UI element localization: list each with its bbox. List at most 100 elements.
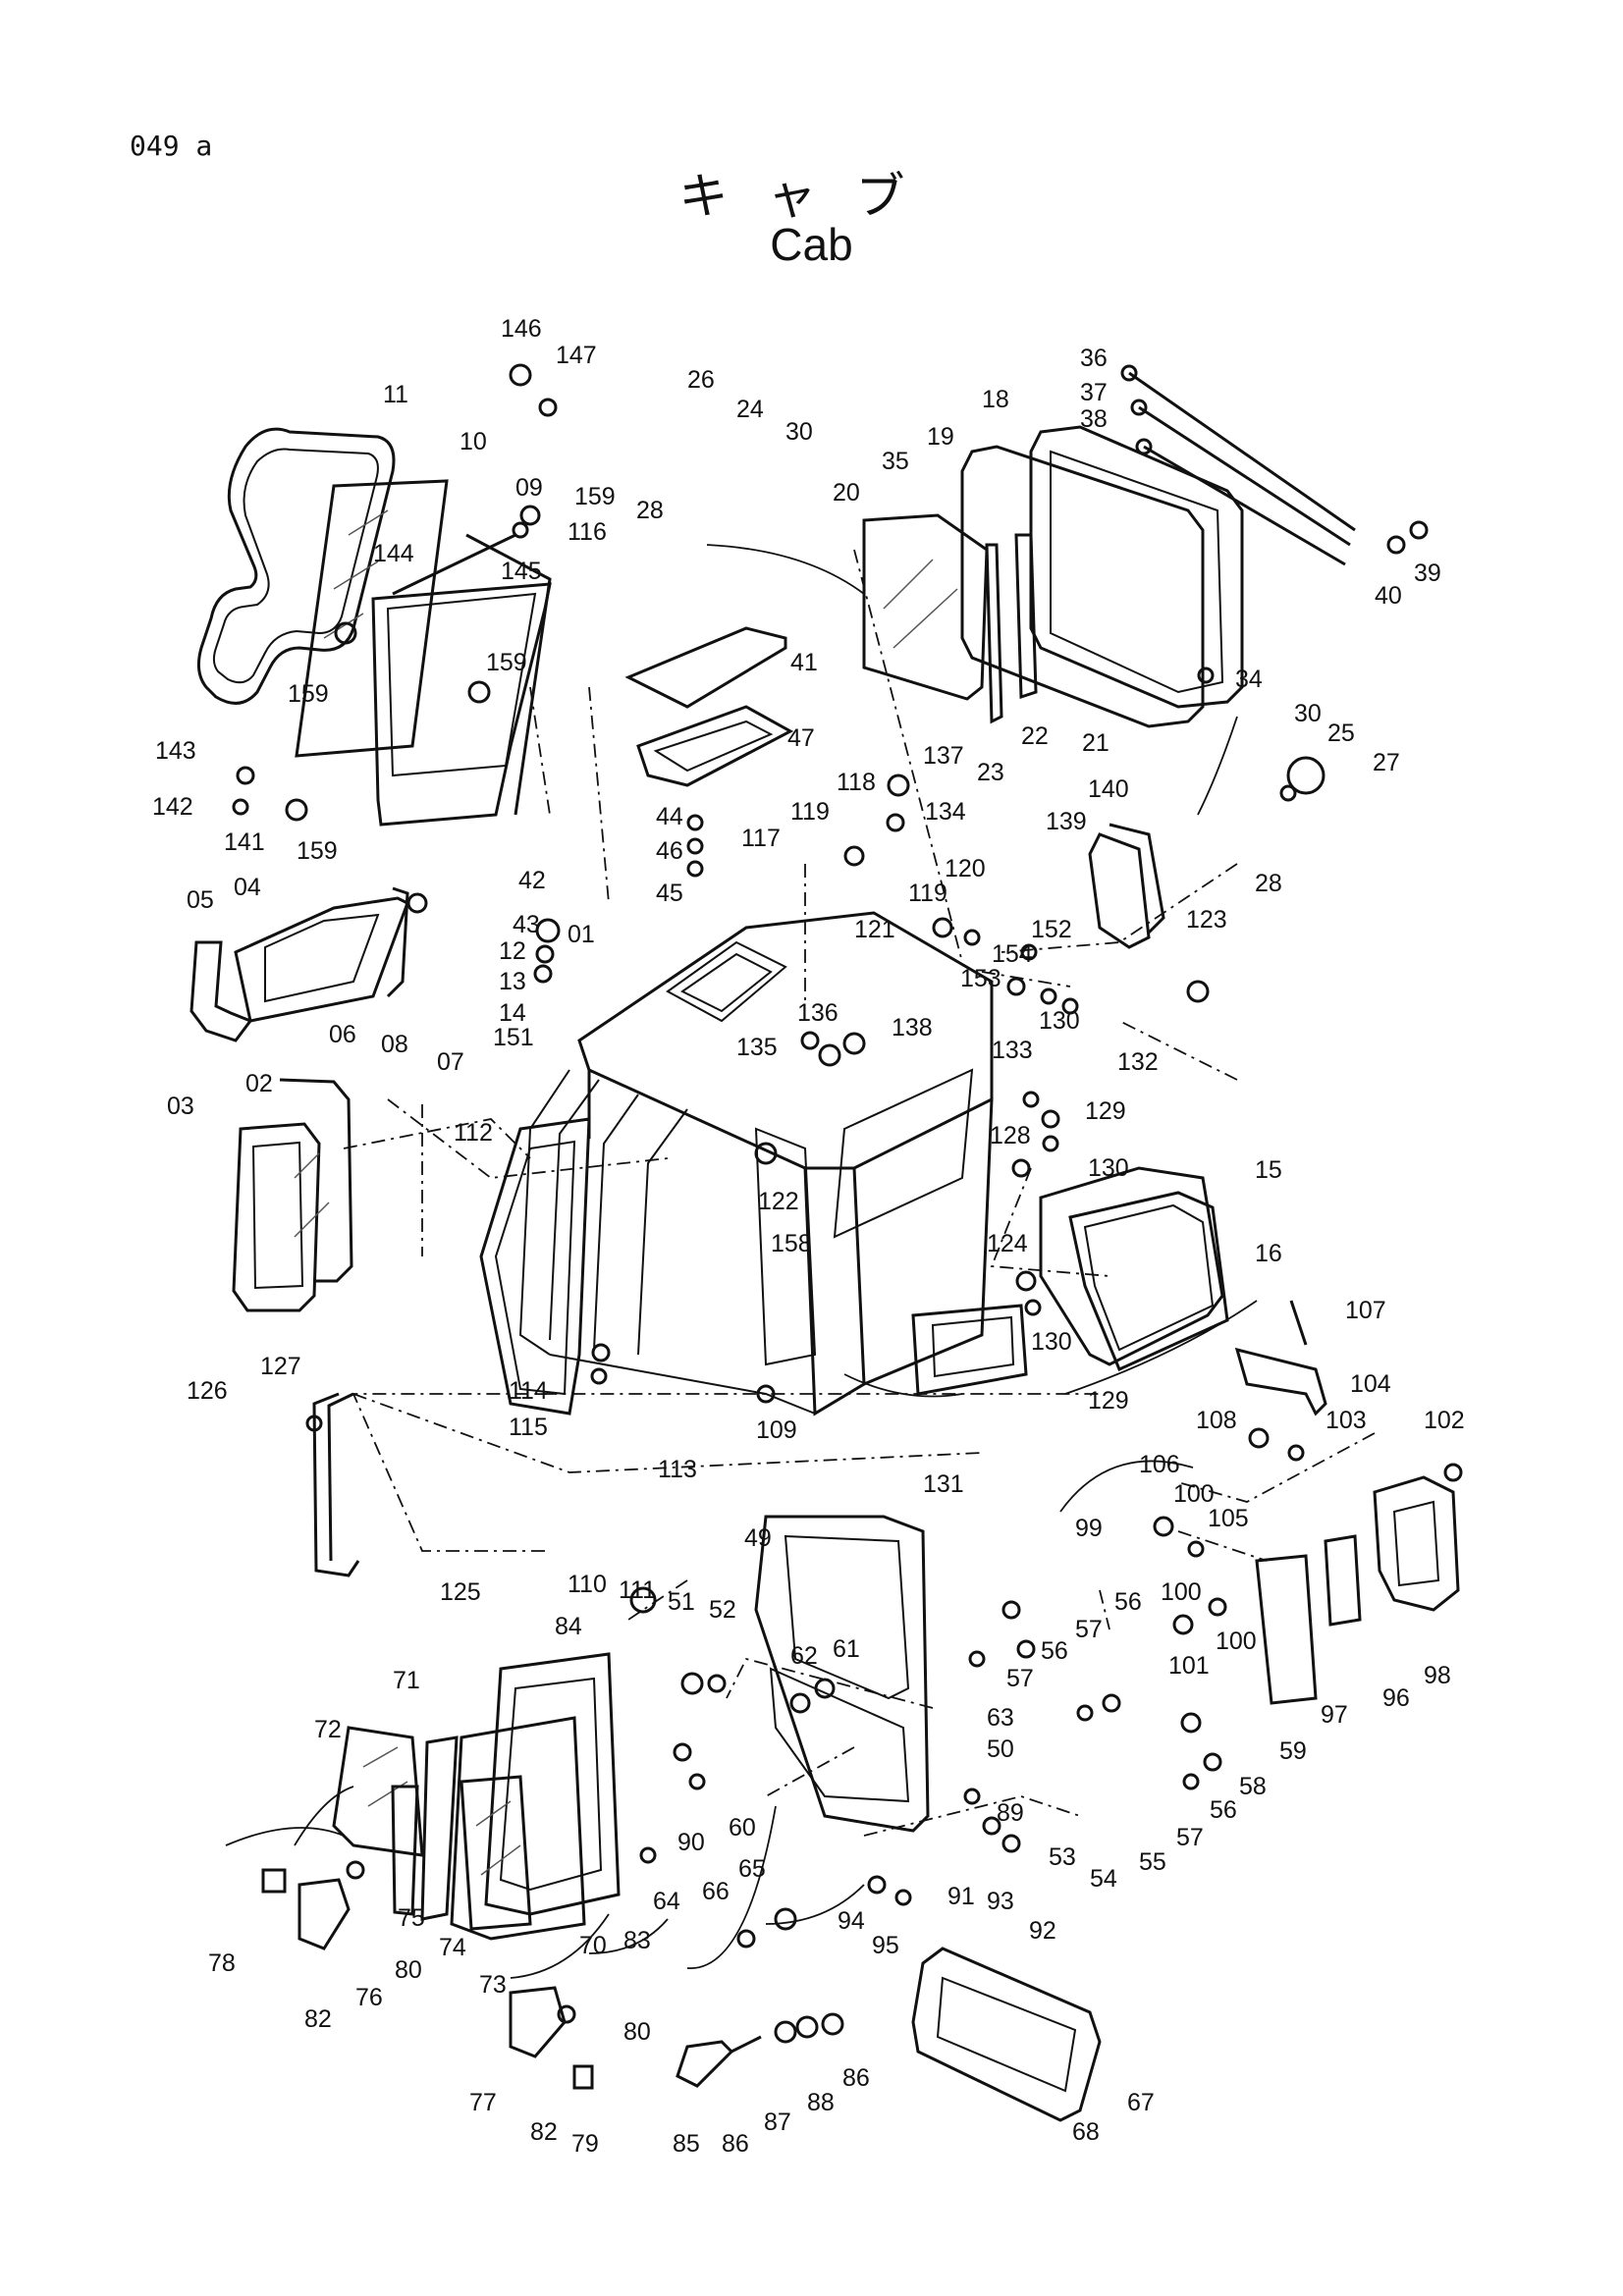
callout-94: 94 [838,1907,865,1935]
callout-74: 74 [439,1934,466,1961]
callout-86: 86 [722,2130,749,2158]
roof-window-glass-10 [295,479,449,758]
fasteners [232,363,1463,2024]
callout-78: 78 [208,1949,236,1977]
callout-159: 159 [288,680,329,708]
callout-103: 103 [1325,1407,1367,1434]
callout-93: 93 [987,1888,1014,1915]
callout-71: 71 [393,1667,420,1694]
lower-door-window-67-68 [911,1947,1102,2122]
callout-130: 130 [1039,1007,1080,1035]
callout-92: 92 [1029,1917,1056,1945]
title-english: Cab [770,219,853,270]
callout-142: 142 [152,793,193,821]
side-window-139-140 [1088,823,1165,949]
callout-19: 19 [927,423,954,451]
callout-159: 159 [297,837,338,865]
callout-139: 139 [1046,808,1087,835]
callout-16: 16 [1255,1240,1282,1267]
callout-20: 20 [833,479,860,507]
callout-85: 85 [673,2130,700,2158]
callout-140: 140 [1088,775,1129,803]
callout-58: 58 [1239,1773,1267,1800]
callout-145: 145 [501,558,542,585]
callout-73: 73 [479,1971,507,1999]
callout-97: 97 [1321,1701,1348,1729]
callout-35: 35 [882,448,909,475]
callout-56: 56 [1041,1637,1068,1665]
callout-18: 18 [982,386,1009,413]
callout-124: 124 [987,1230,1028,1257]
callout-125: 125 [440,1578,481,1606]
callout-102: 102 [1424,1407,1465,1434]
callout-137: 137 [923,742,964,770]
cab-door-49 [754,1515,930,1833]
callout-121: 121 [854,916,895,943]
callout-05: 05 [187,886,214,914]
callout-67: 67 [1127,2089,1155,2116]
callout-83: 83 [623,1927,651,1954]
callout-55: 55 [1139,1848,1166,1876]
callout-88: 88 [807,2089,835,2116]
callout-118: 118 [837,769,876,796]
callout-21: 21 [1082,729,1109,757]
callout-135: 135 [736,1034,778,1061]
callout-50: 50 [987,1735,1014,1763]
callout-119: 119 [908,880,947,907]
callout-28: 28 [1255,870,1282,897]
callout-23: 23 [977,759,1004,786]
callout-68: 68 [1072,2118,1100,2146]
callout-54: 54 [1090,1865,1117,1893]
callout-28: 28 [636,497,664,524]
callout-75: 75 [398,1904,425,1932]
callout-129: 129 [1085,1097,1126,1125]
door-window-70-75 [332,1652,621,1941]
callout-27: 27 [1373,749,1400,776]
curved-leaders [225,544,1258,1979]
roof-hatch-41-47 [624,626,794,787]
hinge-parts-85-88 [676,2012,844,2088]
callout-10: 10 [460,428,487,455]
rear-rods-36-38 [1120,364,1356,566]
callout-53: 53 [1049,1843,1076,1871]
callout-141: 141 [224,828,265,856]
callout-111: 111 [619,1576,656,1604]
callout-26: 26 [687,366,715,394]
cab-body-01 [518,911,994,1416]
callout-101: 101 [1168,1652,1210,1680]
callout-37: 37 [1080,379,1108,406]
callout-76: 76 [355,1984,383,2011]
callout-86: 86 [842,2064,870,2092]
callout-104: 104 [1350,1370,1391,1398]
callout-61: 61 [833,1635,860,1663]
front-window-02-03 [232,1078,353,1312]
callout-136: 136 [797,999,839,1027]
callout-91: 91 [947,1883,975,1910]
roof-window-frame-116 [371,533,552,827]
callout-130: 130 [1088,1154,1129,1182]
callout-144: 144 [373,540,414,567]
callout-122: 122 [758,1188,799,1215]
callout-117: 117 [741,825,781,852]
callout-52: 52 [709,1596,736,1624]
callout-89: 89 [997,1799,1024,1827]
callout-153: 153 [960,965,1001,992]
catch-parts-76-82 [261,1868,594,2090]
callout-126: 126 [187,1377,228,1405]
callout-36: 36 [1080,345,1108,372]
callout-112: 112 [454,1119,493,1147]
handrail-125 [312,1392,360,1577]
callout-107: 107 [1345,1297,1386,1324]
callout-99: 99 [1075,1515,1103,1542]
callout-123: 123 [1186,906,1227,934]
title-japanese: キャブ [678,168,945,225]
step-131 [911,1304,1028,1396]
callout-114: 114 [509,1377,548,1405]
callout-57: 57 [1006,1665,1034,1692]
callout-131: 131 [923,1470,964,1498]
callout-13: 13 [499,968,526,995]
page-code: 049 a [130,130,213,162]
callout-30: 30 [1294,700,1322,727]
callout-119: 119 [790,798,830,826]
